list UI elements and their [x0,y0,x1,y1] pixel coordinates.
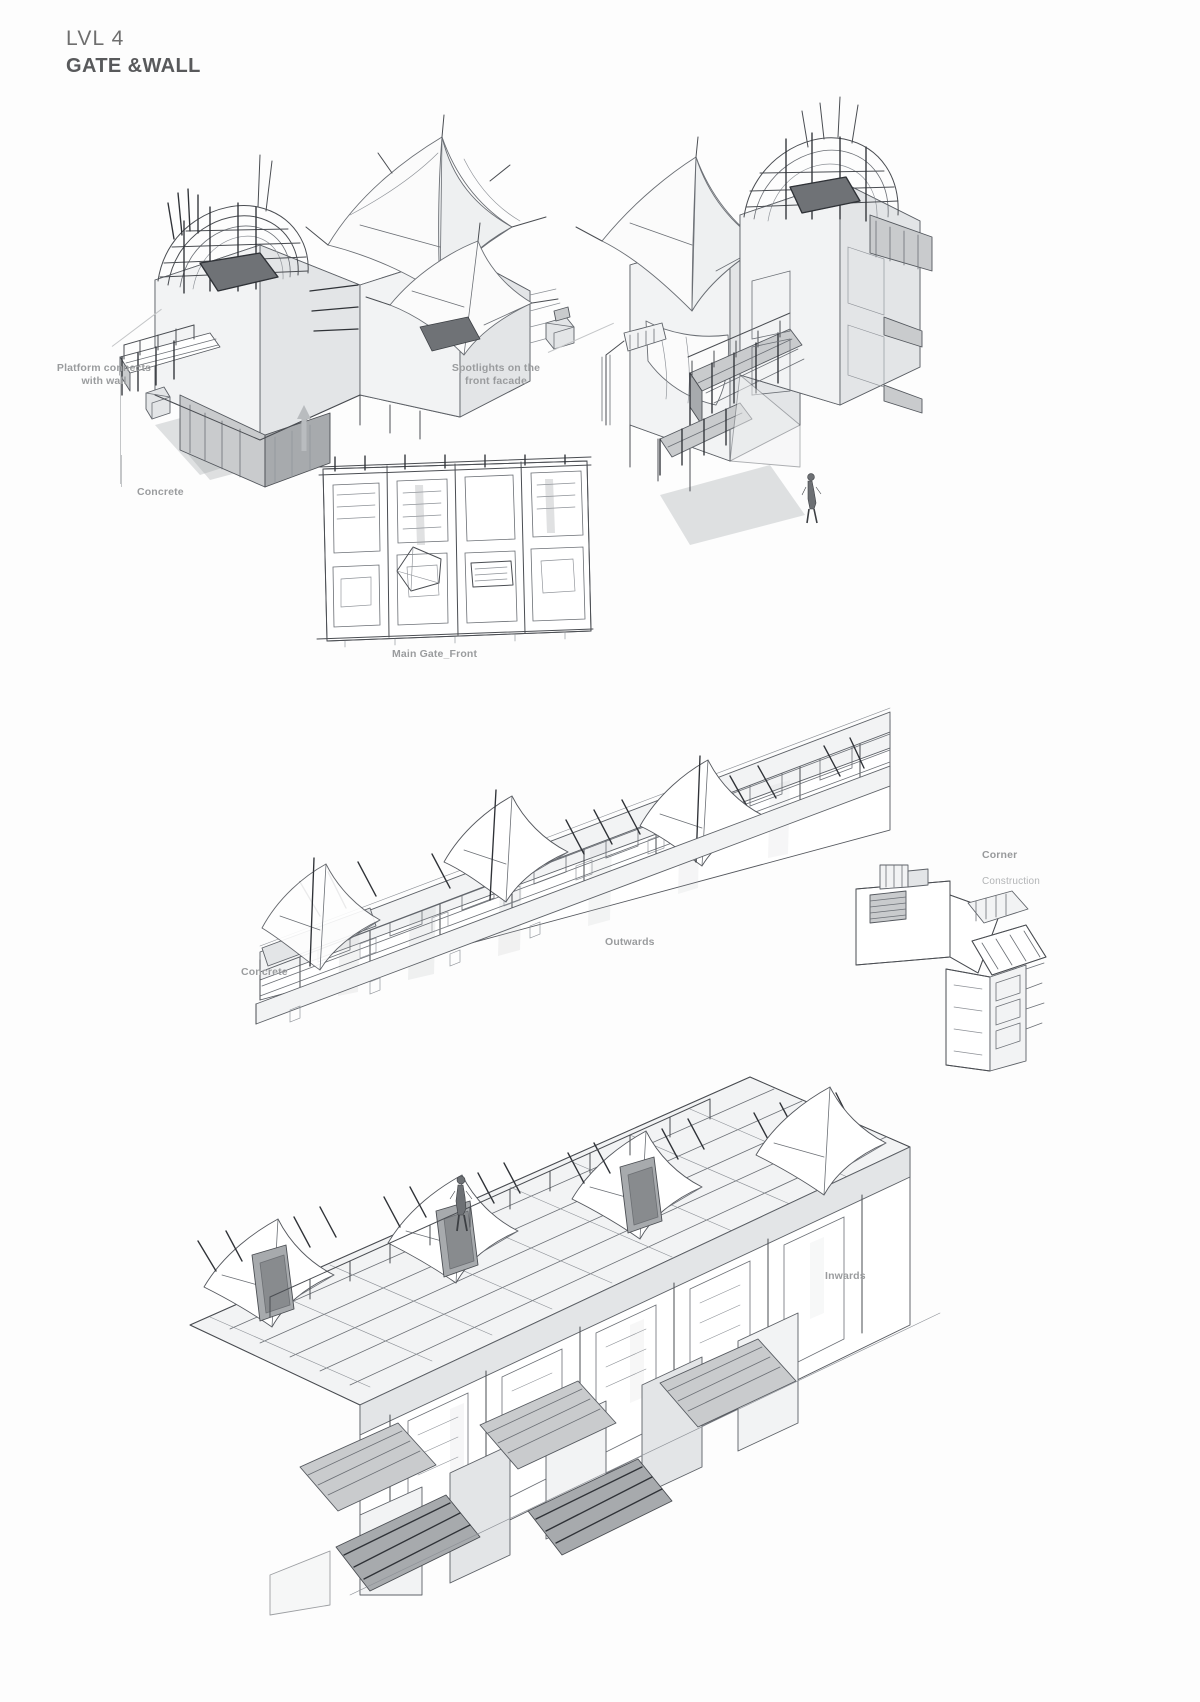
scale-figure-inwards [449,1175,473,1232]
page-title-level: LVL 4 [66,27,125,50]
annotation-concrete-top: Concrete [137,486,184,498]
annotation-main-gate-front: Main Gate_Front [392,648,478,660]
figure-gate-tower-right [540,95,960,575]
annotation-inwards: Inwards [825,1270,866,1282]
annotation-platform-connects: Platform connects with wall [56,362,152,388]
annotation-spotlights: Spotlights on the front facade [451,362,541,388]
annotation-outwards: Outwards [605,936,655,948]
annotation-corner-sub: Construction [982,876,1040,888]
stairs-group [299,1338,797,1592]
annotation-corner-title: Corner [982,849,1018,862]
figure-main-gate-front [315,454,595,650]
annotation-concrete-mid: Concrete [241,966,288,978]
leader-line-concrete [121,455,122,487]
title-block: LVL 4 GATE &WALL [66,26,201,79]
leader-line-platform-vertical [120,372,121,484]
annotation-corner-construction: Corner Construction [982,836,1082,903]
figure-wall-inwards [150,995,941,1616]
direction-arrow-icon [296,405,312,451]
figure-corner-construction [850,864,1060,1095]
figure-wall-outwards [200,600,920,1030]
figure-gate-tower-left [60,95,580,495]
scale-figure [801,473,822,524]
page-title: GATE &WALL [66,55,201,78]
